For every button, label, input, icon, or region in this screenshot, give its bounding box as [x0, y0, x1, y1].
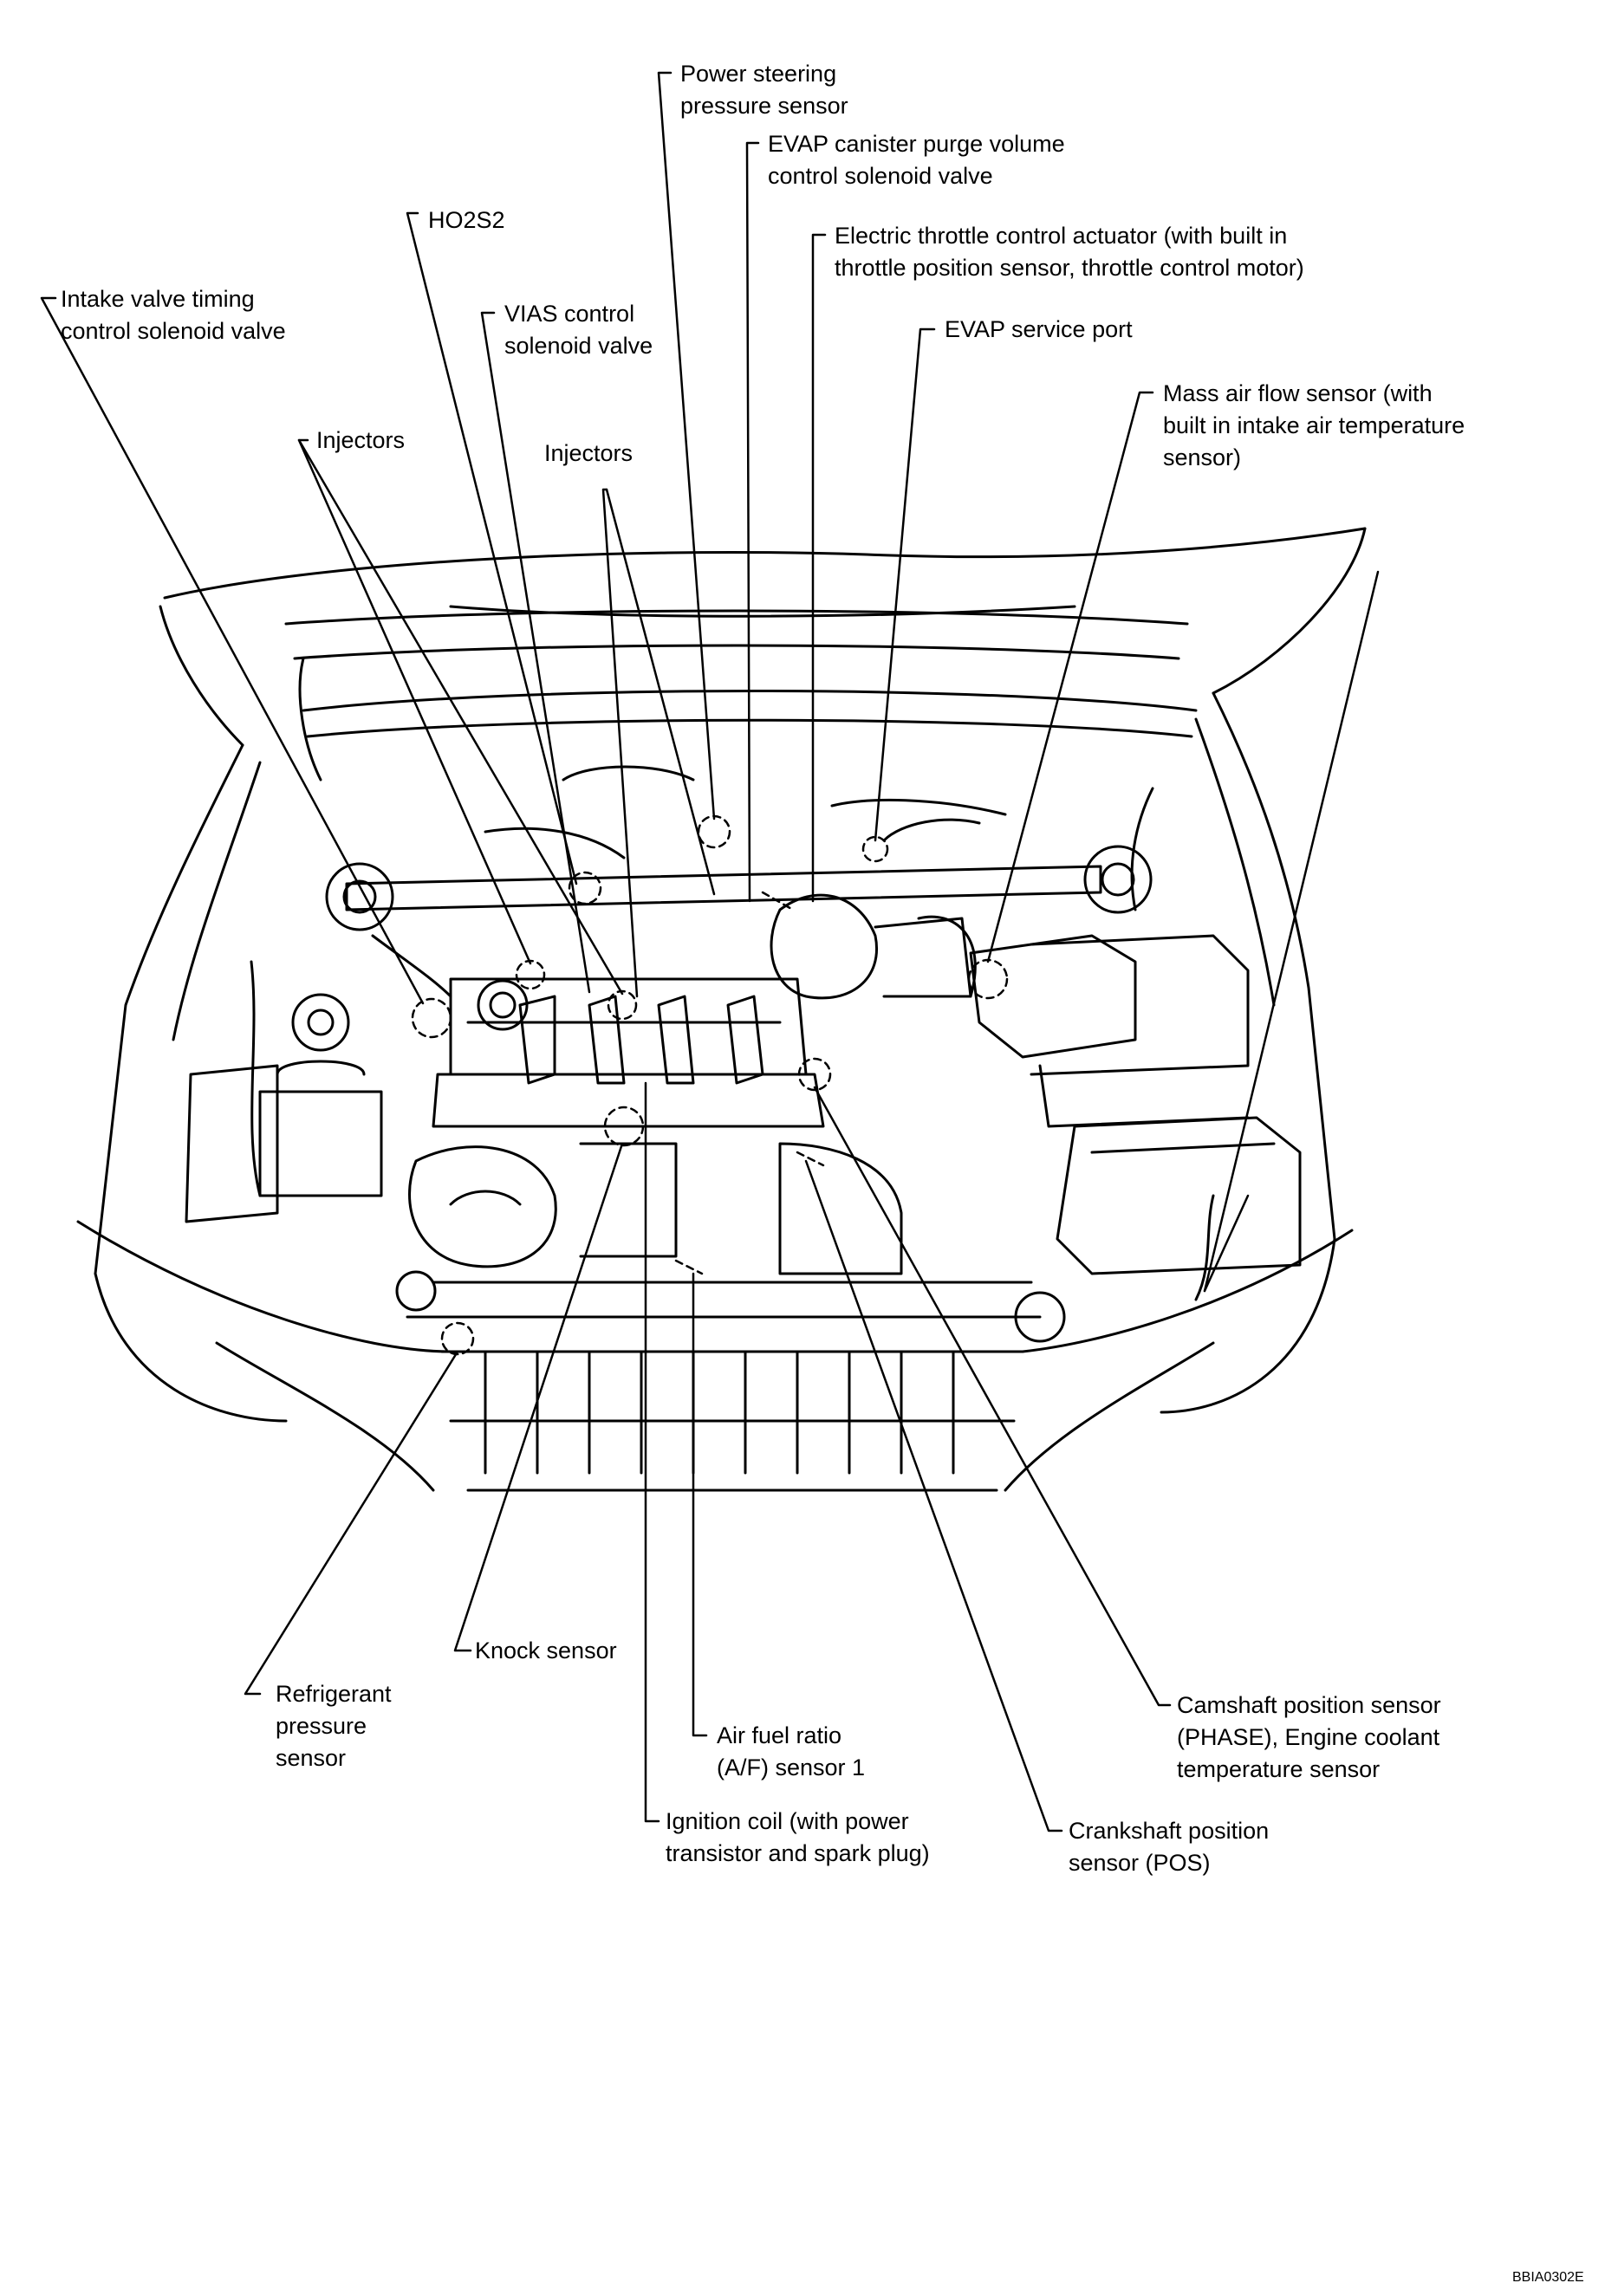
- label-knock-sensor: Knock sensor: [475, 1638, 617, 1664]
- engine-bay-illustration: [76, 527, 1367, 1492]
- component-location-markers: [411, 814, 1009, 1356]
- label-camshaft-position-sensor: Camshaft position sensor(PHASE), Engine …: [1177, 1692, 1441, 1782]
- label-air-fuel-ratio-sensor: Air fuel ratio(A/F) sensor 1: [717, 1722, 866, 1780]
- label-ho2s2: HO2S2: [428, 207, 505, 233]
- leader-lines: [40, 71, 1380, 1832]
- label-electric-throttle-control-actuator: Electric throttle control actuator (with…: [835, 223, 1304, 281]
- label-evap-service-port: EVAP service port: [945, 316, 1133, 342]
- figure-code: BBIA0302E: [1512, 2270, 1584, 2285]
- label-injectors-left: Injectors: [316, 427, 406, 453]
- label-injectors-center: Injectors: [544, 440, 634, 466]
